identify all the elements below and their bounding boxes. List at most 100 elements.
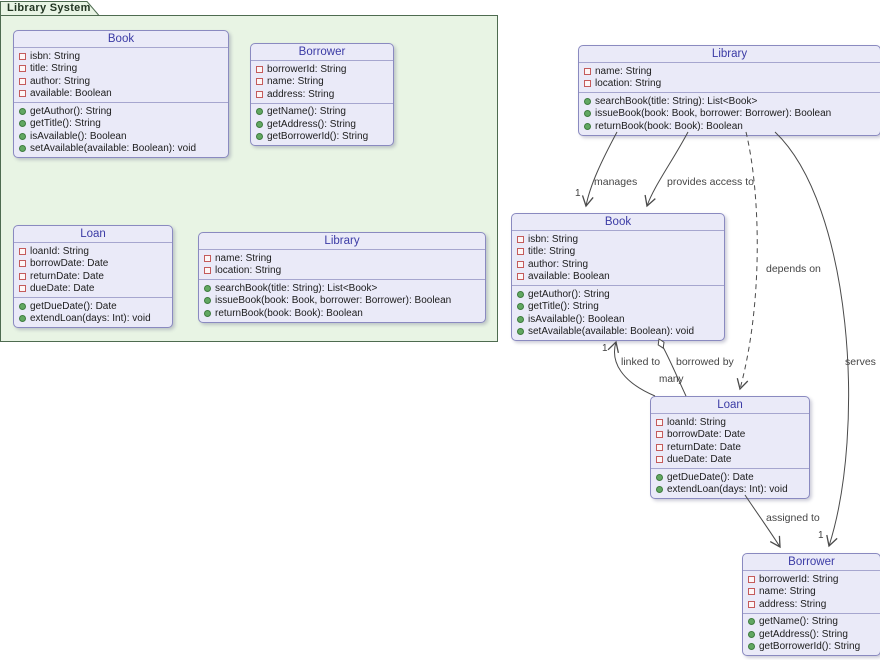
method-text: getBorrowerId(): String [759, 641, 861, 653]
attribute-icon [19, 285, 26, 293]
attribute-icon [656, 456, 663, 464]
attribute-icon [584, 80, 591, 88]
edge-label-provides-access-to: provides access to [667, 176, 754, 188]
method-icon [256, 108, 263, 116]
attribute-icon [19, 90, 26, 98]
attribute-text: address: String [759, 598, 827, 610]
attribute-icon [517, 273, 524, 281]
method-text: getBorrowerId(): String [267, 131, 369, 143]
class-title: Library [199, 233, 485, 250]
attribute-text: name: String [215, 252, 272, 264]
attribute-text: name: String [267, 76, 324, 88]
attribute-text: name: String [759, 586, 816, 598]
method-row: extendLoan(days: Int): void [656, 484, 804, 497]
attribute-text: dueDate: Date [30, 283, 95, 295]
attribute-icon [19, 65, 26, 73]
attribute-icon [19, 260, 26, 268]
method-text: extendLoan(days: Int): void [30, 313, 151, 325]
attribute-row: available: Boolean [19, 88, 223, 101]
attribute-row: borrowDate: Date [19, 258, 167, 271]
attribute-icon [204, 254, 211, 262]
attribute-text: returnDate: Date [30, 270, 104, 282]
method-icon [517, 328, 524, 336]
method-row: isAvailable(): Boolean [517, 313, 719, 326]
attribute-row: returnDate: Date [656, 441, 804, 454]
edge-multiplicity-manages: 1 [575, 188, 581, 199]
attribute-icon [517, 260, 524, 268]
attribute-icon [584, 67, 591, 75]
attribute-icon [656, 443, 663, 451]
attribute-row: available: Boolean [517, 271, 719, 284]
method-icon [256, 120, 263, 128]
method-row: getTitle(): String [517, 301, 719, 314]
attribute-icon [19, 272, 26, 280]
edge-label-manages: manages [594, 176, 638, 188]
method-icon [204, 297, 211, 305]
attribute-text: author: String [30, 75, 91, 87]
method-text: searchBook(title: String): List<Book> [595, 95, 758, 107]
attribute-text: isbn: String [528, 233, 579, 245]
method-row: getBorrowerId(): String [748, 641, 875, 654]
class-title: Borrower [743, 554, 880, 571]
method-icon [204, 309, 211, 317]
attribute-row: address: String [256, 88, 388, 101]
attribute-icon [656, 431, 663, 439]
method-row: searchBook(title: String): List<Book> [204, 282, 480, 295]
method-text: getName(): String [267, 106, 346, 118]
method-icon [517, 303, 524, 311]
method-icon [19, 120, 26, 128]
method-row: issueBook(book: Book, borrower: Borrower… [584, 108, 875, 121]
method-row: getName(): String [256, 106, 388, 119]
method-icon [584, 97, 591, 105]
attribute-text: location: String [215, 265, 282, 277]
method-row: returnBook(book: Book): Boolean [584, 120, 875, 133]
attribute-text: borrowerId: String [267, 63, 347, 75]
method-text: returnBook(book: Book): Boolean [215, 307, 363, 319]
attribute-text: title: String [30, 63, 78, 75]
class-title: Book [512, 214, 724, 231]
method-icon [584, 122, 591, 130]
method-text: setAvailable(available: Boolean): void [528, 326, 695, 338]
method-text: issueBook(book: Book, borrower: Borrower… [595, 108, 832, 120]
attribute-row: isbn: String [517, 233, 719, 246]
method-icon [19, 132, 26, 140]
attribute-text: name: String [595, 65, 652, 77]
attribute-row: name: String [748, 586, 875, 599]
attribute-text: isbn: String [30, 50, 81, 62]
edge-label-borrowed-by: borrowed by [676, 356, 734, 368]
attribute-row: location: String [584, 78, 875, 91]
method-text: isAvailable(): Boolean [528, 313, 625, 325]
method-text: getDueDate(): Date [667, 471, 754, 483]
attribute-text: returnDate: Date [667, 441, 741, 453]
attribute-text: address: String [267, 88, 335, 100]
method-text: returnBook(book: Book): Boolean [595, 120, 743, 132]
attribute-icon [517, 248, 524, 256]
attribute-icon [656, 418, 663, 426]
method-icon [517, 315, 524, 323]
attribute-row: borrowerId: String [748, 573, 875, 586]
method-icon [748, 618, 755, 626]
method-row: isAvailable(): Boolean [19, 130, 223, 143]
method-text: searchBook(title: String): List<Book> [215, 282, 378, 294]
method-row: searchBook(title: String): List<Book> [584, 95, 875, 108]
package-tab-shape [0, 1, 101, 16]
attribute-row: returnDate: Date [19, 270, 167, 283]
method-row: getDueDate(): Date [656, 471, 804, 484]
attribute-icon [204, 267, 211, 275]
method-row: getAuthor(): String [19, 105, 223, 118]
edge-multiplicity-borrowed-by: many [659, 374, 684, 385]
attribute-row: borrowDate: Date [656, 429, 804, 442]
